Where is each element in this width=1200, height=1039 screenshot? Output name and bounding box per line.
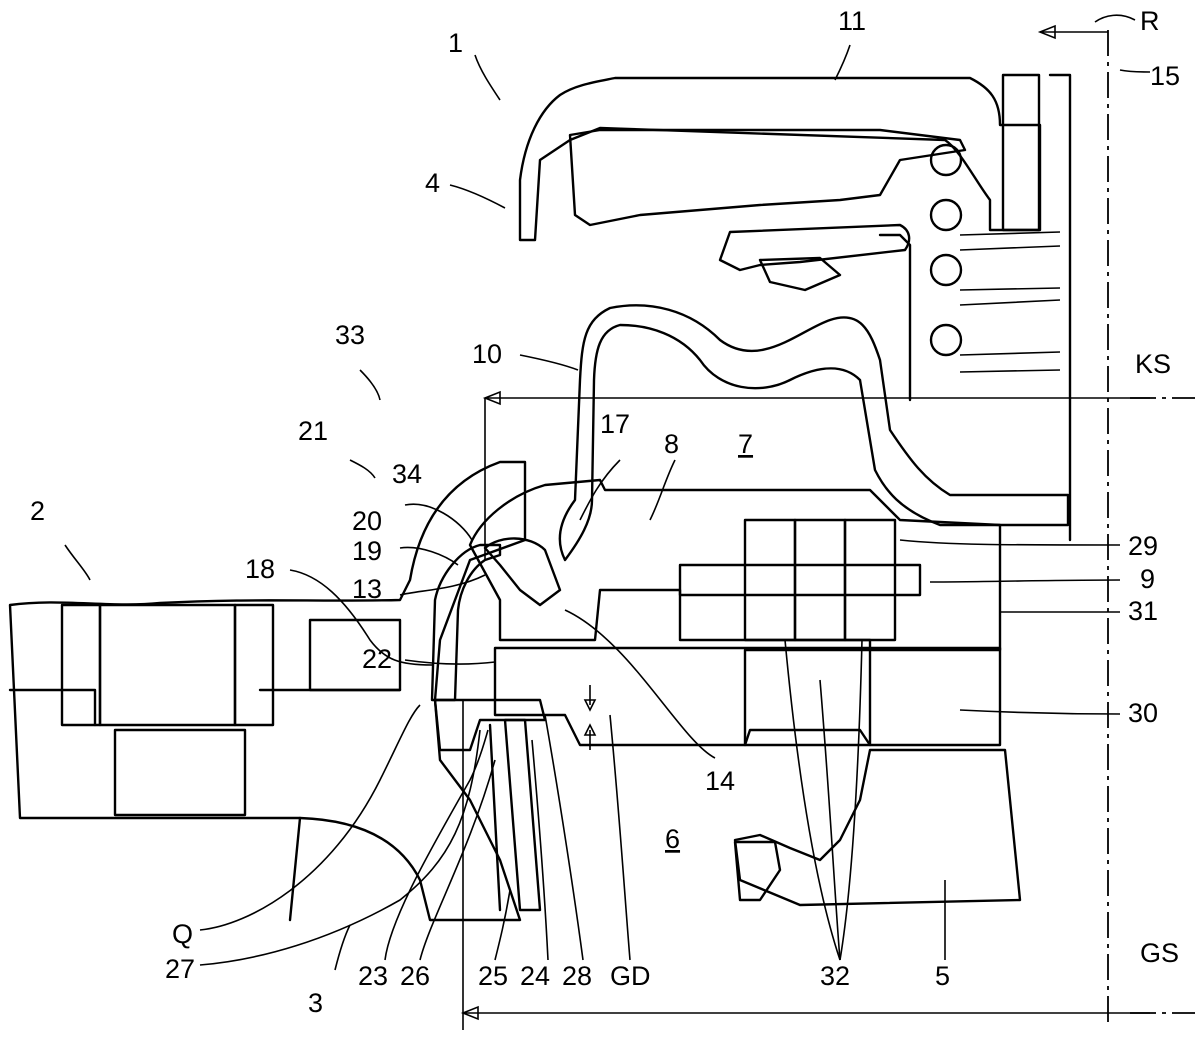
label-26: 26 [400,961,430,991]
label-28: 28 [562,961,592,991]
label-29: 29 [1128,531,1158,561]
label-4: 4 [425,168,440,198]
label-17: 17 [600,409,630,439]
label-18: 18 [245,554,275,584]
label-KS: KS [1135,349,1171,379]
reference-lines [460,24,1195,1030]
label-6: 6 [665,824,680,854]
piston-part [568,128,967,402]
label-24: 24 [520,961,550,991]
label-31: 31 [1128,596,1158,626]
label-20: 20 [352,506,382,536]
body-8 [468,478,1002,652]
label-15: 15 [1150,61,1180,91]
diaphragm-10 [558,304,1070,562]
label-13: 13 [352,574,382,604]
housing-left [8,460,527,922]
label-5: 5 [935,961,950,991]
shells [430,537,562,912]
label-32: 32 [820,961,850,991]
label-14: 14 [705,766,735,796]
label-10: 10 [472,339,502,369]
label-9: 9 [1140,564,1155,594]
label-2: 2 [30,496,45,526]
label-23: 23 [358,961,388,991]
label-33: 33 [335,320,365,350]
part-5 [733,748,1022,907]
upper-housing-11 [518,73,1072,542]
label-8: 8 [664,429,679,459]
label-34: 34 [392,459,422,489]
label-21: 21 [298,416,328,446]
spring-coils [929,143,1061,373]
label-7: 7 [738,429,753,459]
label-GD: GD [610,961,651,991]
reference-labels: 1 11 R 15 4 33 KS 10 21 17 8 7 34 2 20 1… [30,6,1180,1018]
label-25: 25 [478,961,508,991]
label-Q: Q [172,919,193,949]
label-22: 22 [362,644,392,674]
label-1: 1 [448,28,463,58]
label-30: 30 [1128,698,1158,728]
plate-30 [493,646,1002,747]
label-3: 3 [308,988,323,1018]
label-R: R [1140,6,1160,36]
leader-lines [64,14,1151,971]
label-GS: GS [1140,938,1179,968]
label-27: 27 [165,954,195,984]
label-11: 11 [838,6,866,36]
label-19: 19 [352,536,382,566]
